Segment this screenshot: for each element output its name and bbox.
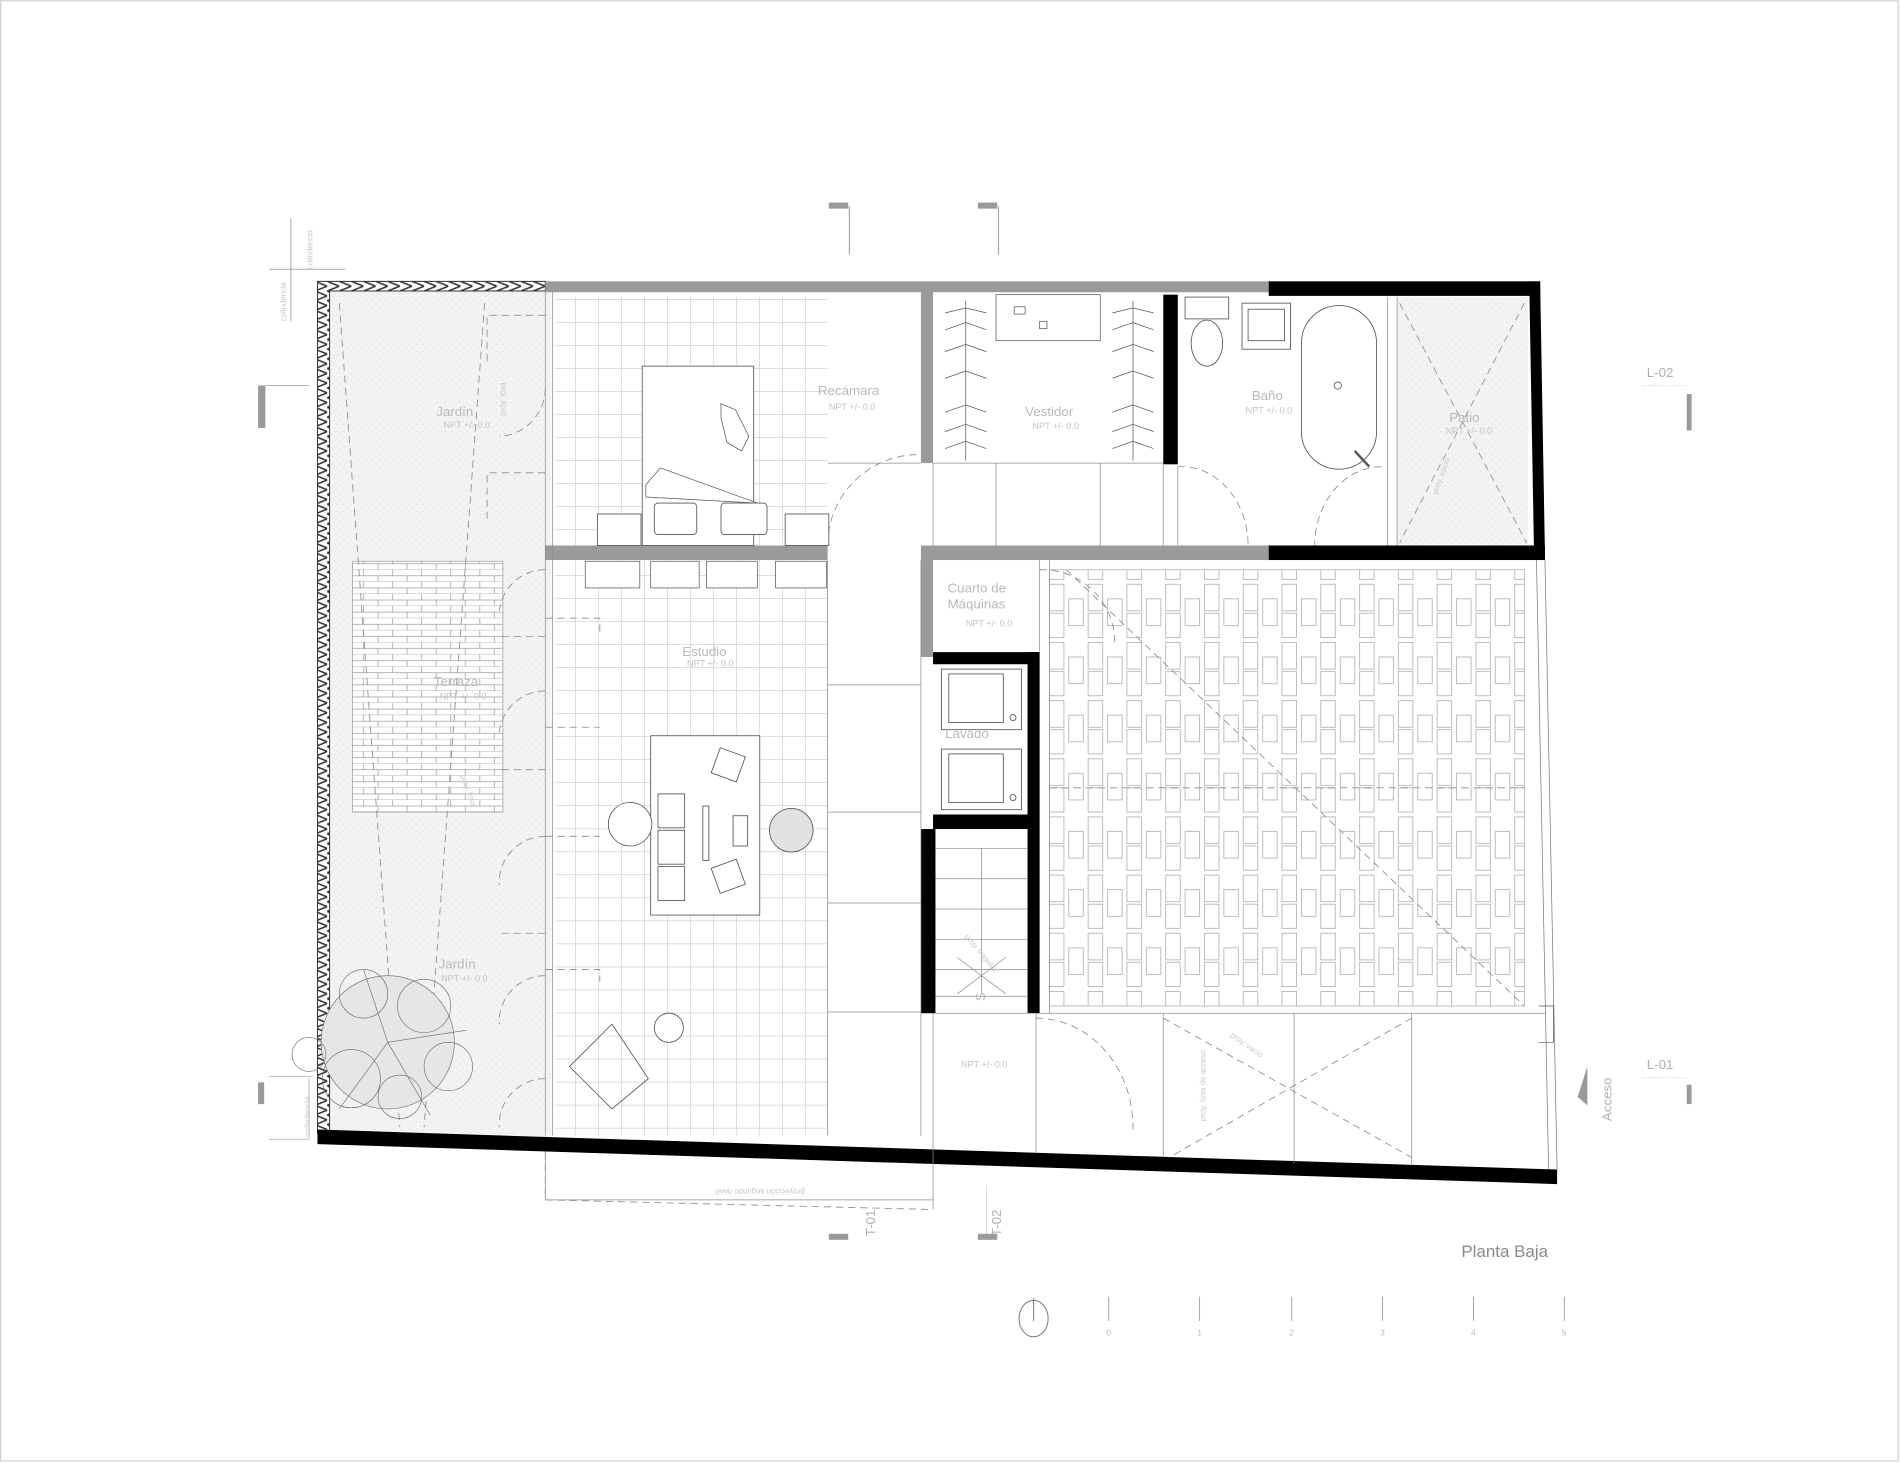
svg-text:3: 3 (1380, 1328, 1385, 1338)
bed (596, 365, 830, 546)
projection-diagonals (338, 302, 1528, 1158)
svg-text:4: 4 (1471, 1328, 1476, 1338)
room-label-patio: Patio NPT +/- 0.0 (1446, 410, 1493, 436)
section-marker-l02: L-02 (1643, 365, 1692, 431)
room-label-recamara: Recámara NPT +/- 0.0 (818, 383, 880, 412)
svg-text:NPT +/- 0.0: NPT +/- 0.0 (440, 691, 487, 701)
svg-text:NPT +/- 0.0: NPT +/- 0.0 (1246, 405, 1293, 415)
shelving (584, 560, 827, 589)
section-marker-l01: L-01 (1643, 1057, 1692, 1105)
svg-text:Jardín: Jardín (436, 404, 473, 419)
svg-text:NPT +/- 0.0: NPT +/- 0.0 (966, 619, 1013, 629)
room-label-estudio: Estudio NPT +/- 0.0 (682, 644, 733, 669)
svg-text:NPT +/- 0.0: NPT +/- 0.0 (1446, 426, 1493, 436)
svg-text:Terraza: Terraza (434, 674, 479, 689)
interior-lines (544, 291, 1545, 1210)
annotation-proy-losa-acceso: proy. losa de acceso (1199, 1049, 1208, 1121)
annotation-proyeccion-segundo-nivel: proyección segundo nivel (716, 1187, 805, 1196)
access-arrow-icon (1577, 1066, 1588, 1106)
svg-text:NPT +/- 0.0: NPT +/- 0.0 (1032, 421, 1079, 431)
annotation-proy-vacio-garage: proy. vacío (1229, 1031, 1266, 1060)
svg-text:NPT +/- 0.0: NPT +/- 0.0 (441, 974, 488, 984)
bathroom-fixtures (1184, 296, 1377, 470)
section-marker-t01: T-01 (828, 1210, 878, 1240)
svg-text:NPT +/- 0.0: NPT +/- 0.0 (687, 659, 734, 669)
svg-text:Acceso: Acceso (1600, 1077, 1615, 1121)
desk (568, 735, 814, 1110)
svg-text:T-01: T-01 (863, 1210, 878, 1237)
walls (317, 281, 1558, 1185)
svg-text:Máquinas: Máquinas (948, 597, 1006, 612)
svg-text:Cuarto de: Cuarto de (948, 581, 1006, 596)
annotation-proy-losa: proy. losa (498, 382, 507, 416)
scale-bar (1108, 1296, 1565, 1322)
svg-text:L-01: L-01 (1647, 1057, 1674, 1072)
level-label-acceso: NPT +/- 0.0 (961, 1060, 1008, 1070)
north-arrow-icon (1018, 1297, 1049, 1338)
svg-text:Jardín: Jardín (439, 956, 476, 971)
room-label-vestidor: Vestidor NPT +/- 0.0 (1025, 404, 1079, 431)
tree (291, 969, 473, 1119)
svg-text:Vestidor: Vestidor (1025, 404, 1074, 419)
washer-dryer (941, 668, 1022, 811)
svg-text:Patio: Patio (1449, 410, 1479, 425)
room-label-terraza: Terraza NPT +/- 0.0 (434, 674, 487, 701)
closet-racks (945, 294, 1154, 461)
scale-bar-labels: 0 1 2 3 4 5 (1106, 1328, 1567, 1338)
svg-text:L-02: L-02 (1647, 365, 1674, 380)
svg-text:0: 0 (1106, 1328, 1111, 1338)
svg-text:5: 5 (1562, 1328, 1567, 1338)
room-label-jardin-lower: Jardín NPT +/- 0.0 (439, 956, 488, 983)
section-marker-t02: T-02 (977, 1185, 1004, 1240)
room-label-lavado: Lavado (945, 726, 989, 741)
room-label-bano: Baño NPT +/- 0.0 (1246, 388, 1293, 415)
boundary-label: colindencia (279, 281, 288, 321)
room-label-cuarto-maquinas: Cuarto de Máquinas NPT +/- 0.0 (948, 581, 1013, 629)
access-indicator: Acceso (1577, 1066, 1615, 1121)
door-swings (486, 314, 1382, 1130)
boundary-marks: colindencia colindencia colindencia (258, 218, 346, 1140)
svg-text:T-02: T-02 (989, 1210, 1004, 1237)
svg-text:Recámara: Recámara (818, 383, 880, 398)
projection-outline (544, 1151, 934, 1210)
svg-text:NPT +/- 0.0: NPT +/- 0.0 (829, 402, 876, 412)
svg-text:NPT +/- 0.0: NPT +/- 0.0 (443, 420, 490, 430)
boundary-label: colindencia (303, 1096, 312, 1136)
stairs (935, 848, 1028, 997)
room-label-jardin: Jardín NPT +/- 0.0 (436, 404, 490, 430)
stair-up-label: S (973, 992, 988, 1001)
boundary-label: colindencia (306, 229, 315, 269)
svg-text:2: 2 (1289, 1328, 1294, 1338)
svg-text:Baño: Baño (1252, 388, 1283, 403)
drawing-title: Planta Baja (1461, 1242, 1548, 1261)
svg-text:1: 1 (1197, 1328, 1202, 1338)
section-marks-top (828, 202, 1000, 255)
svg-text:Estudio: Estudio (682, 644, 726, 659)
